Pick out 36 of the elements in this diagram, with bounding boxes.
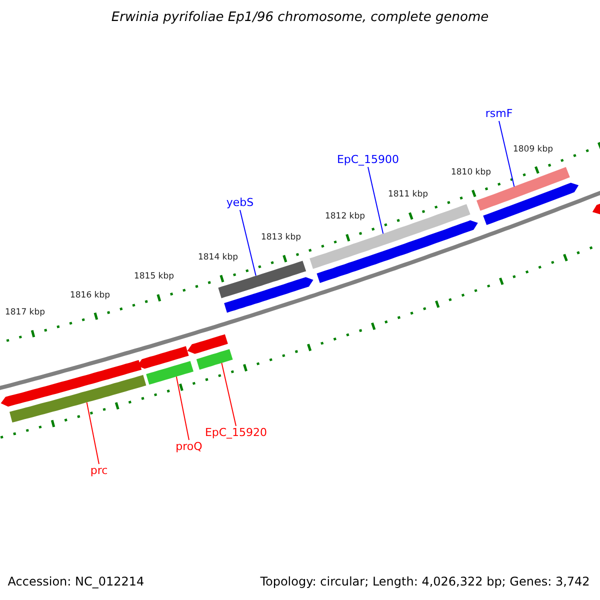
leader-line	[368, 166, 384, 234]
title: Erwinia pyrifoliae Ep1/96 chromosome, complete genome	[111, 10, 489, 26]
gene-label: EpC_15920	[204, 426, 268, 440]
gene-bar	[196, 349, 233, 370]
gene-bar	[218, 260, 306, 298]
gene-feature	[483, 182, 579, 225]
gene-label: rsmF	[485, 108, 513, 120]
gene-label: yebS	[226, 196, 254, 210]
scale-label: 1814 kbp	[198, 253, 238, 263]
leader-line	[498, 120, 515, 188]
gene-feature	[0, 360, 142, 407]
gene-bar	[310, 204, 470, 269]
gene-bar	[10, 374, 146, 422]
leader-line	[221, 362, 236, 426]
gene-label: proQ	[176, 440, 202, 454]
leader-line	[86, 402, 100, 464]
leader-line	[240, 210, 256, 276]
gene-bar	[476, 167, 570, 211]
scale-label: 1817 kbp	[4, 308, 46, 318]
leader-line	[176, 376, 190, 440]
info-text: Topology: circular; Length: 4,026,322 bp; Genes: 3,742	[260, 575, 590, 589]
scale-label: 1813 kbp	[260, 233, 302, 243]
gene-feature	[137, 346, 189, 369]
scale-label: 1809 kbp	[512, 145, 554, 155]
scale-label: 1815 kbp	[134, 272, 174, 282]
gene-label: prc	[90, 464, 108, 478]
gene-feature	[224, 277, 314, 313]
gene-feature	[187, 334, 228, 354]
scale-label: 1810 kbp	[450, 168, 492, 178]
scale-label: 1811 kbp	[388, 190, 428, 200]
gene-label: EpC_15900	[336, 154, 400, 166]
gene-feature	[316, 220, 478, 283]
scale-label: 1816 kbp	[70, 291, 110, 301]
gene-bar	[146, 361, 194, 385]
info-text: Accession: NC_012214	[8, 575, 144, 589]
scale-label: 1812 kbp	[324, 212, 366, 222]
